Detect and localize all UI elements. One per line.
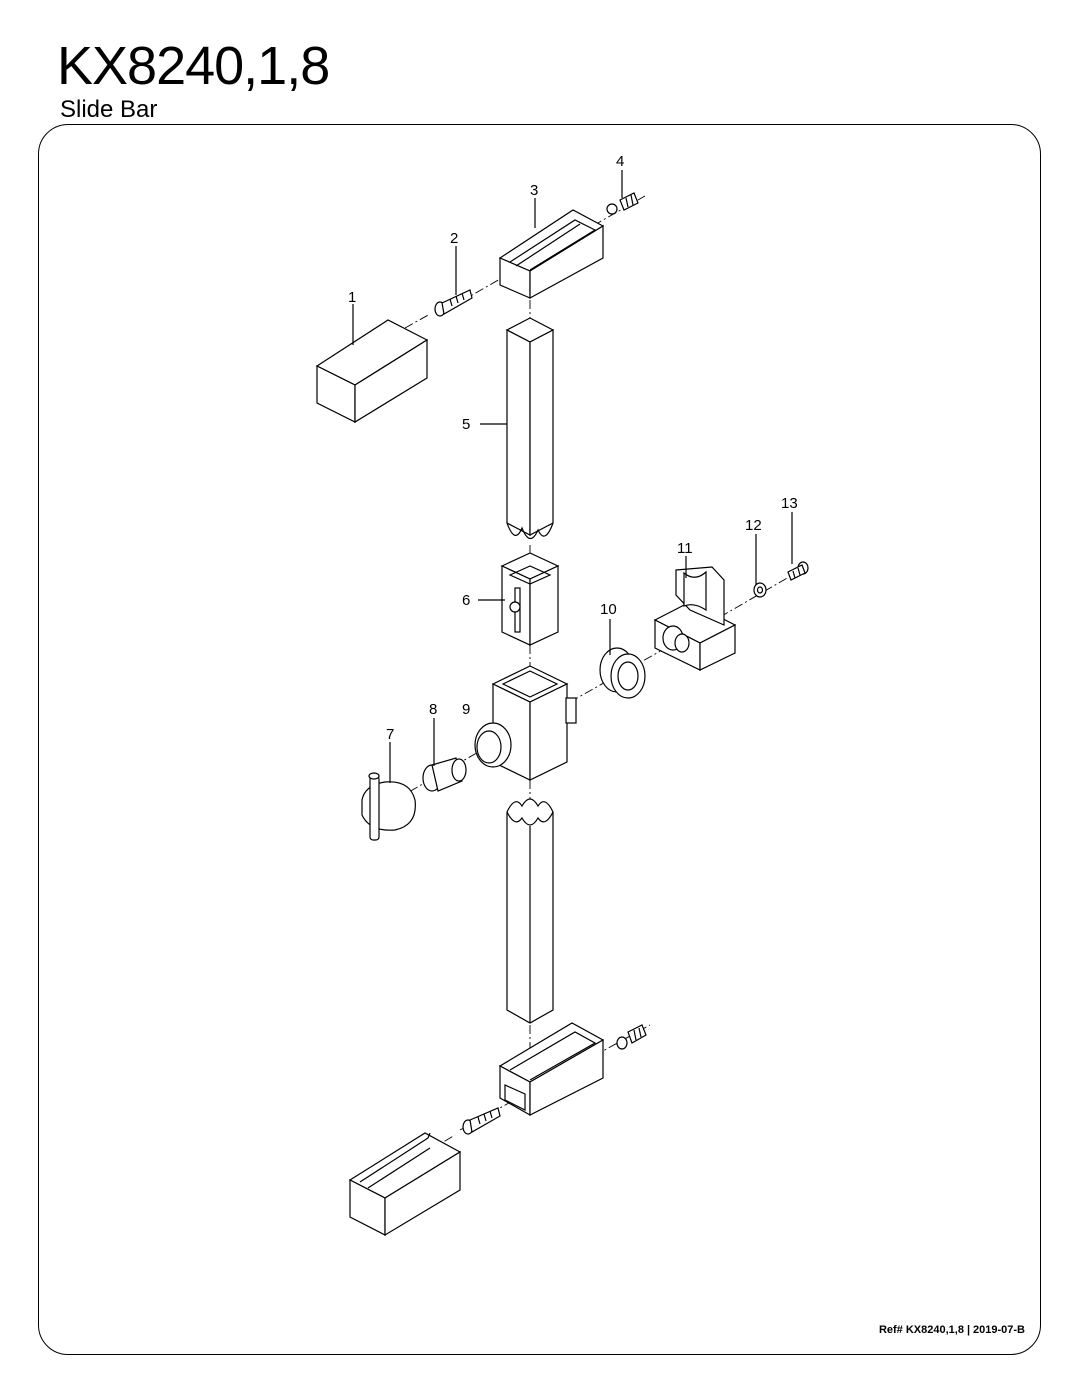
screw-bottom	[462, 1107, 501, 1135]
part-number-6: 6	[462, 592, 470, 609]
part-number-12: 12	[745, 517, 762, 534]
part-number-11: 11	[677, 540, 693, 557]
knob-insert	[422, 757, 467, 792]
slider-body	[474, 665, 577, 781]
reference-footer: Ref# KX8240,1,8|2019-07-B	[879, 1324, 1025, 1336]
handshower-holder	[653, 566, 737, 671]
bracket-top	[498, 209, 605, 300]
part-number-3: 3	[530, 182, 538, 199]
slide-rail-lower	[506, 798, 554, 1024]
part-number-13: 13	[781, 495, 798, 512]
diagram-frame	[38, 124, 1041, 1355]
wall-anchor-bottom	[616, 1024, 647, 1050]
lock-knob	[361, 772, 416, 841]
leader-lines	[352, 170, 793, 783]
reference-separator: |	[966, 1324, 971, 1336]
date-code: 2019-07-B	[973, 1324, 1025, 1336]
small-washer	[753, 582, 767, 598]
slide-rail-upper	[505, 317, 555, 540]
part-number-9: 9	[462, 701, 470, 718]
part-number-8: 8	[429, 701, 437, 718]
bracket-bottom	[498, 1022, 605, 1117]
part-number-7: 7	[386, 726, 394, 743]
end-cap-top	[315, 319, 429, 424]
rail-coupler	[500, 552, 560, 646]
page-title: KX8240,1,8	[57, 36, 330, 96]
part-number-4: 4	[616, 153, 624, 170]
holder-screw	[787, 561, 809, 581]
screw-top	[434, 289, 473, 317]
end-cap-bottom	[348, 1132, 462, 1237]
part-number-1: 1	[348, 289, 356, 306]
part-number-5: 5	[462, 416, 470, 433]
part-number-10: 10	[600, 601, 617, 618]
wall-anchor-top	[606, 192, 639, 215]
page-subtitle: Slide Bar	[60, 96, 158, 123]
washer-ring	[599, 647, 646, 699]
part-number-2: 2	[450, 230, 458, 247]
reference-number: Ref# KX8240,1,8	[878, 1324, 964, 1336]
